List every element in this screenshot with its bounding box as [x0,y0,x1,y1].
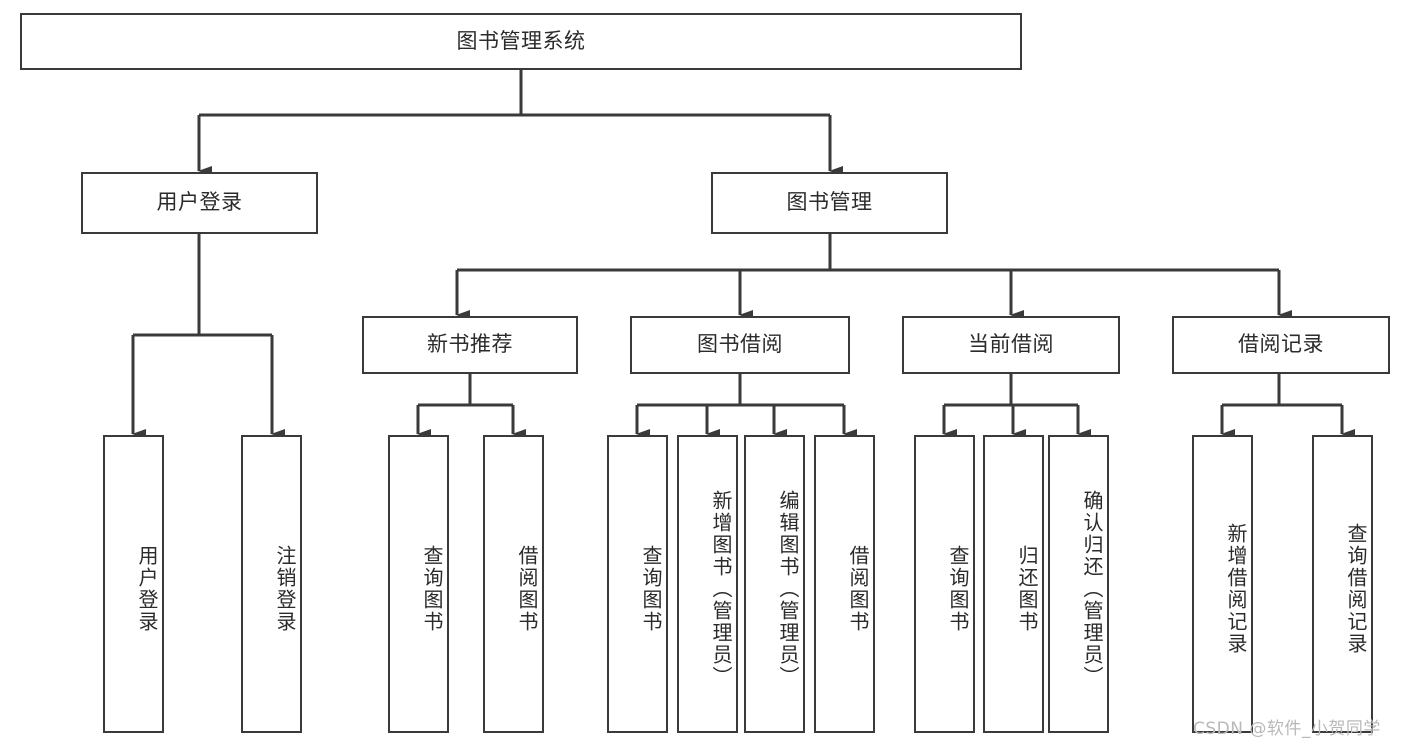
node-book-borrow[interactable]: 图书借阅 [630,316,850,374]
leaf-edit-book-admin[interactable]: 编辑图书（管理员） [744,435,805,733]
leaf-add-borrow-record[interactable]: 新增借阅记录 [1192,435,1253,733]
node-root[interactable]: 图书管理系统 [20,13,1022,70]
node-new-book-recommend[interactable]: 新书推荐 [362,316,578,374]
leaf-logout-label: 注销登录 [273,545,297,633]
leaf-query-book-recommend[interactable]: 查询图书 [388,435,449,733]
leaf-logout[interactable]: 注销登录 [241,435,302,733]
leaf-query-borrow-record-label: 查询借阅记录 [1344,523,1368,655]
leaf-query-book-borrow-label: 查询图书 [639,545,663,633]
leaf-return-book[interactable]: 归还图书 [983,435,1044,733]
node-book-management-label: 图书管理 [786,190,873,215]
leaf-add-book-admin[interactable]: 新增图书（管理员） [677,435,738,733]
node-borrow-record[interactable]: 借阅记录 [1172,316,1390,374]
leaf-borrow-book-label: 借阅图书 [846,545,870,633]
leaf-query-book-current[interactable]: 查询图书 [914,435,975,733]
leaf-add-borrow-record-label: 新增借阅记录 [1224,523,1248,655]
node-current-borrow[interactable]: 当前借阅 [902,316,1120,374]
leaf-return-book-label: 归还图书 [1015,545,1039,633]
leaf-query-book-borrow[interactable]: 查询图书 [607,435,668,733]
leaf-query-borrow-record[interactable]: 查询借阅记录 [1312,435,1373,733]
leaf-borrow-book-recommend[interactable]: 借阅图书 [483,435,544,733]
leaf-query-book-recommend-label: 查询图书 [420,545,444,633]
leaf-query-book-current-label: 查询图书 [946,545,970,633]
node-current-borrow-label: 当前借阅 [968,332,1054,357]
leaf-borrow-book[interactable]: 借阅图书 [814,435,875,733]
node-borrow-record-label: 借阅记录 [1238,332,1324,357]
node-book-management[interactable]: 图书管理 [711,172,948,234]
node-user-login-label: 用户登录 [156,190,243,215]
watermark: CSDN @软件_小贺同学 [1193,719,1381,739]
node-new-book-recommend-label: 新书推荐 [427,332,513,357]
leaf-user-login-label: 用户登录 [135,545,159,633]
leaf-user-login[interactable]: 用户登录 [103,435,164,733]
leaf-add-book-admin-label: 新增图书（管理员） [709,490,733,688]
node-user-login[interactable]: 用户登录 [81,172,318,234]
leaf-borrow-book-recommend-label: 借阅图书 [515,545,539,633]
leaf-edit-book-admin-label: 编辑图书（管理员） [776,490,800,688]
node-book-borrow-label: 图书借阅 [697,332,783,357]
leaf-confirm-return-admin-label: 确认归还（管理员） [1080,490,1104,688]
leaf-confirm-return-admin[interactable]: 确认归还（管理员） [1048,435,1109,733]
node-root-label: 图书管理系统 [456,28,586,53]
